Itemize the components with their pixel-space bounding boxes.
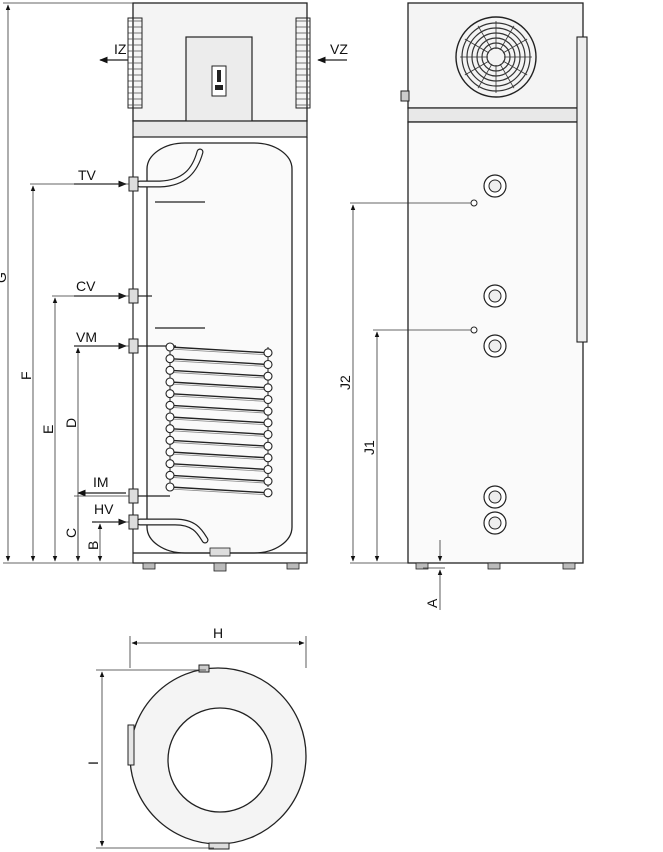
dim-label-j2: J2 bbox=[337, 375, 353, 390]
side-view: J2 J1 A bbox=[337, 2, 588, 610]
coil-tube bbox=[263, 453, 273, 463]
coil-tube bbox=[263, 348, 273, 358]
coil-tube bbox=[165, 470, 175, 480]
coil-tube bbox=[165, 400, 175, 410]
top-view: H I bbox=[85, 625, 307, 850]
label-tv: TV bbox=[78, 167, 97, 183]
coil-tube bbox=[263, 359, 273, 370]
coil-tube bbox=[165, 424, 175, 434]
front-view: IZ VZ TV CV VM IM HV G F E D bbox=[0, 2, 348, 572]
coil-tube bbox=[165, 412, 175, 422]
coil-tube bbox=[263, 418, 273, 428]
dim-label-e: E bbox=[40, 425, 56, 434]
coil-tube bbox=[165, 447, 175, 457]
coil-tube bbox=[263, 371, 273, 381]
coil-tube bbox=[263, 383, 273, 393]
coil-tube bbox=[165, 377, 175, 387]
side-panel bbox=[576, 36, 588, 343]
dim-label-a: A bbox=[424, 598, 440, 608]
dim-label-g: G bbox=[0, 272, 9, 283]
label-im: IM bbox=[93, 474, 109, 490]
coil-tube bbox=[263, 429, 273, 440]
top-view-inner-circle bbox=[167, 707, 273, 813]
right-grille bbox=[295, 17, 311, 109]
left-grille bbox=[127, 17, 143, 109]
dim-label-j1: J1 bbox=[361, 440, 377, 455]
coil-tube bbox=[165, 482, 175, 492]
label-hv: HV bbox=[94, 501, 114, 517]
coil-tube bbox=[263, 394, 273, 405]
fan-icon bbox=[455, 16, 537, 98]
coil-tube bbox=[263, 464, 273, 475]
coil-tube bbox=[165, 342, 175, 352]
coil-tube bbox=[165, 389, 175, 399]
coil-tube bbox=[263, 406, 273, 416]
dim-label-d: D bbox=[63, 418, 79, 428]
label-vz: VZ bbox=[330, 41, 348, 57]
label-vm: VM bbox=[76, 329, 97, 345]
coil-tube bbox=[263, 488, 273, 498]
side-heat-pump-housing bbox=[407, 2, 584, 109]
dim-label-b: B bbox=[85, 541, 101, 550]
heat-exchanger-coil bbox=[165, 342, 273, 498]
coil-tube bbox=[263, 476, 273, 486]
coil-tube bbox=[165, 354, 175, 364]
side-ports bbox=[483, 174, 507, 535]
coil-tube bbox=[165, 459, 175, 469]
coil-tube bbox=[165, 435, 175, 445]
coil-tube bbox=[263, 441, 273, 451]
dim-label-i: I bbox=[85, 761, 101, 765]
label-iz: IZ bbox=[114, 41, 127, 57]
dim-label-h: H bbox=[213, 625, 223, 641]
coil-tube bbox=[165, 365, 175, 375]
label-cv: CV bbox=[76, 278, 96, 294]
dim-label-c: C bbox=[63, 528, 79, 538]
dim-label-f: F bbox=[18, 371, 34, 380]
